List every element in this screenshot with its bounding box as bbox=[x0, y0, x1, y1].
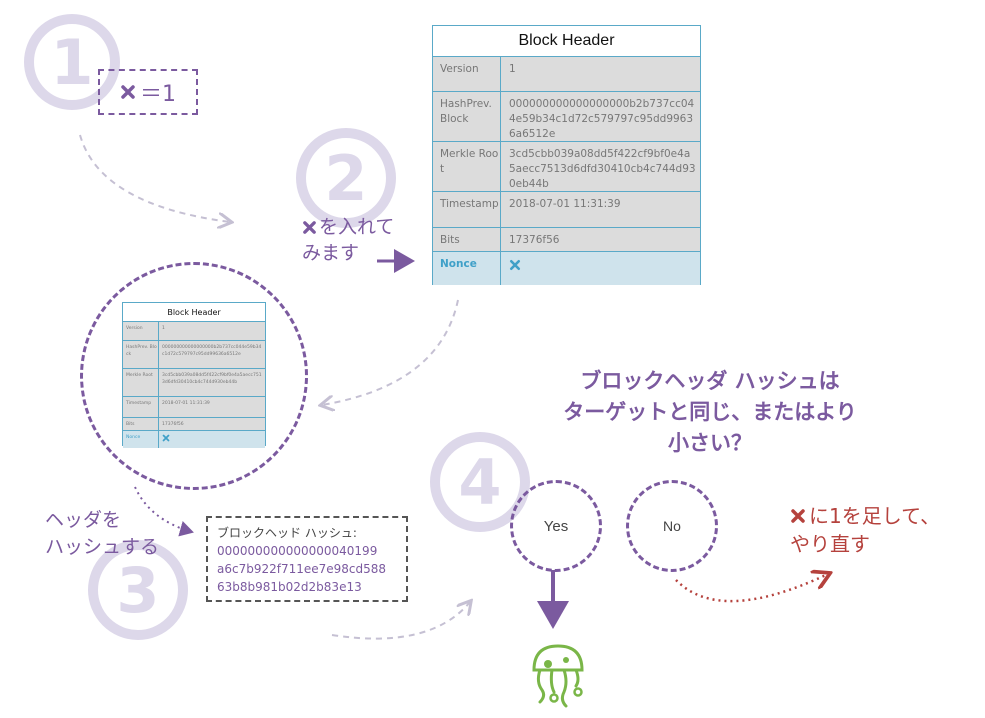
nonce-init-box: ＝1 bbox=[98, 69, 198, 115]
arrow-table-to-small bbox=[322, 299, 459, 405]
row-value: 3cd5cbb039a08dd5f422cf9bf0e4a5aecc7513d6… bbox=[509, 148, 696, 190]
row-key: Bits bbox=[123, 418, 159, 430]
row-value: 1 bbox=[509, 63, 516, 75]
table-row: Timestamp 2018-07-01 11:31:39 bbox=[123, 397, 265, 418]
table-row: HashPrev. Block 000000000000000000b2b737… bbox=[123, 341, 265, 369]
row-key: Merkle Root bbox=[123, 369, 159, 396]
question-line-3: 小さい？ bbox=[668, 431, 752, 455]
small-block-header-title: Block Header bbox=[123, 303, 265, 322]
row-key: Nonce bbox=[433, 252, 501, 285]
retry-caption-text1: に1を足して、 bbox=[809, 504, 941, 528]
row-key: HashPrev. Block bbox=[433, 92, 501, 141]
row-key: Timestamp bbox=[123, 397, 159, 417]
arrow-hash-to-compare bbox=[331, 602, 470, 640]
arrow-no-to-retry bbox=[675, 574, 828, 603]
row-value bbox=[501, 252, 700, 285]
nonce-init-label: ＝1 bbox=[140, 82, 176, 107]
row-key: Nonce bbox=[123, 431, 159, 448]
nonce-row: Nonce bbox=[123, 431, 265, 448]
row-key: HashPrev. Block bbox=[123, 341, 159, 368]
step3-caption-line1: ヘッダを bbox=[45, 509, 122, 531]
row-value: 17376f56 bbox=[162, 422, 184, 427]
table-row: Version 1 bbox=[433, 57, 700, 92]
comparison-question: ブロックヘッダ ハッシュは ターゲットと同じ、またはより 小さい？ bbox=[520, 366, 900, 459]
cross-icon bbox=[162, 434, 170, 442]
hash-label: ブロックヘッド ハッシュ: bbox=[217, 526, 357, 540]
jellyfish-icon bbox=[532, 644, 584, 708]
step2-caption: を入れて みます bbox=[302, 214, 394, 266]
step-number-1: ①1 bbox=[24, 14, 120, 110]
arrow-small-to-hash bbox=[134, 486, 194, 537]
yes-label: Yes bbox=[543, 517, 569, 535]
step2-caption-line1: を入れて bbox=[302, 214, 394, 240]
row-key: Bits bbox=[433, 228, 501, 251]
no-label: No bbox=[663, 518, 681, 534]
row-key: Version bbox=[433, 57, 501, 91]
small-block-header-table: Block Header Version 1 HashPrev. Block 0… bbox=[122, 302, 266, 448]
row-value: 2018-07-01 11:31:39 bbox=[162, 401, 210, 406]
cross-icon bbox=[509, 259, 521, 271]
row-value: 3cd5cbb039a08dd5f422cf9bf0e4a5aecc7513d6… bbox=[162, 373, 262, 385]
row-value: 2018-07-01 11:31:39 bbox=[509, 198, 621, 210]
row-key: Version bbox=[123, 322, 159, 340]
nonce-row: Nonce bbox=[433, 252, 700, 285]
step-number-2-digit: 2 bbox=[324, 141, 368, 215]
retry-caption-line1: に1を足して、 bbox=[790, 502, 940, 530]
retry-caption: に1を足して、 やり直す bbox=[790, 502, 940, 558]
step3-caption: ヘッダを ハッシュする bbox=[45, 507, 159, 561]
row-value bbox=[159, 431, 265, 448]
step-number-4: 4 bbox=[430, 432, 530, 532]
hash-input-circle bbox=[80, 262, 308, 490]
block-header-table: Block Header Version 1 HashPrev. Block 0… bbox=[432, 25, 701, 285]
retry-caption-line2: やり直す bbox=[790, 532, 870, 556]
row-value: 000000000000000000b2b737cc044e59b34c1d72… bbox=[162, 345, 262, 357]
table-row: Merkle Root 3cd5cbb039a08dd5f422cf9bf0e4… bbox=[123, 369, 265, 397]
row-value: 17376f56 bbox=[509, 234, 560, 246]
step-number-1-digit: 1 bbox=[50, 25, 94, 99]
step2-caption-line2: みます bbox=[302, 242, 360, 264]
hash-result-box: ブロックヘッド ハッシュ: 000000000000000040199 a6c7… bbox=[206, 516, 408, 602]
row-key: Timestamp bbox=[433, 192, 501, 227]
table-row: Bits 17376f56 bbox=[433, 228, 700, 252]
arrow-1-to-2 bbox=[79, 134, 230, 222]
table-row: HashPrev. Block 000000000000000000b2b737… bbox=[433, 92, 700, 142]
row-key: Merkle Root bbox=[433, 142, 501, 191]
table-row: Version 1 bbox=[123, 322, 265, 341]
block-header-title: Block Header bbox=[433, 26, 700, 57]
table-row: Timestamp 2018-07-01 11:31:39 bbox=[433, 192, 700, 228]
step-number-3: 3 bbox=[88, 540, 188, 640]
cross-icon bbox=[303, 220, 316, 234]
step-number-2: 2 bbox=[296, 128, 396, 228]
row-value: 1 bbox=[162, 326, 165, 331]
table-row: Merkle Root 3cd5cbb039a08dd5f422cf9bf0e4… bbox=[433, 142, 700, 192]
no-circle: No bbox=[626, 480, 718, 572]
cross-icon bbox=[791, 509, 805, 523]
row-value: 000000000000000000b2b737cc044e59b34c1d72… bbox=[509, 98, 695, 140]
step-number-3-digit: 3 bbox=[116, 553, 160, 627]
question-line-2: ターゲットと同じ、またはより bbox=[563, 400, 857, 424]
cross-icon bbox=[121, 85, 135, 99]
hash-line-3: 63b8b981b02d2b83e13 bbox=[217, 580, 362, 594]
question-line-1: ブロックヘッダ ハッシュは bbox=[580, 369, 840, 393]
yes-circle: Yes bbox=[510, 480, 602, 572]
step-number-4-digit: 4 bbox=[458, 445, 502, 519]
table-row: Bits 17376f56 bbox=[123, 418, 265, 431]
hash-line-1: 000000000000000040199 bbox=[217, 544, 378, 558]
step3-caption-line2: ハッシュする bbox=[45, 536, 160, 558]
step2-caption-text1: を入れて bbox=[319, 216, 395, 238]
hash-line-2: a6c7b922f711ee7e98cd588 bbox=[217, 562, 387, 576]
